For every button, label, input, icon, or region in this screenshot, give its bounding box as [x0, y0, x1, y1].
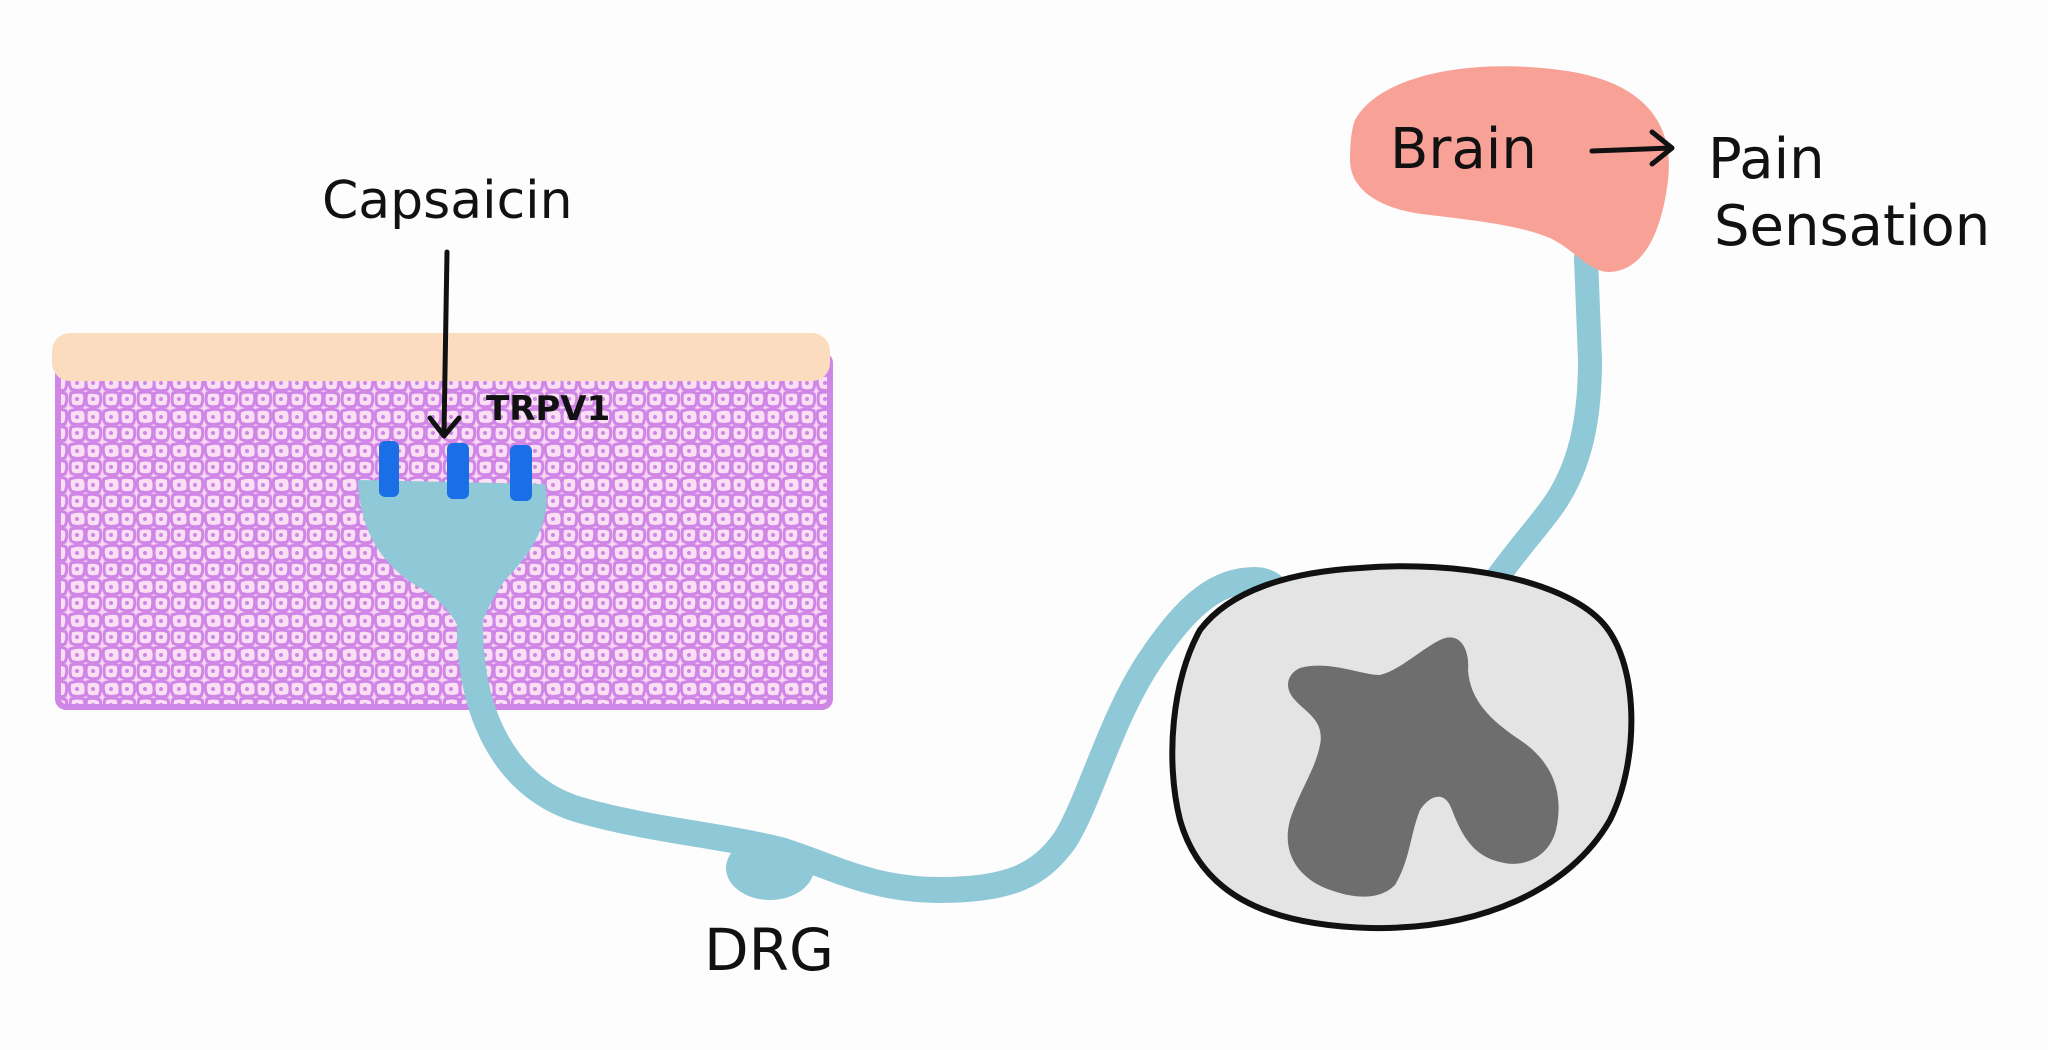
capsaicin-arrow — [427, 249, 462, 439]
drg-label: DRG — [704, 916, 834, 984]
spinal-cord-cross-section-icon — [1169, 563, 1635, 932]
sensation-label: Sensation — [1714, 194, 1990, 259]
drg-ganglion — [726, 836, 814, 900]
peripheral-axon — [457, 566, 1311, 904]
brain-to-pain-arrow — [1589, 129, 1675, 167]
brain-shape — [1350, 66, 1669, 273]
spinal-cord-grey-matter — [1287, 637, 1559, 897]
trpv1-channel-icon — [447, 443, 469, 499]
trpv1-channel-icon — [510, 445, 532, 501]
brain-icon — [1350, 66, 1669, 273]
skin-surface-layer — [52, 333, 830, 381]
trpv1-receptors — [379, 441, 532, 501]
neuron-terminal — [358, 480, 547, 630]
pain-label: Pain — [1708, 127, 1825, 192]
trpv1-channel-icon — [379, 441, 399, 497]
trpv1-label: TRPV1 — [486, 389, 610, 429]
capsaicin-label: Capsaicin — [322, 171, 573, 231]
brain-label: Brain — [1390, 117, 1537, 182]
